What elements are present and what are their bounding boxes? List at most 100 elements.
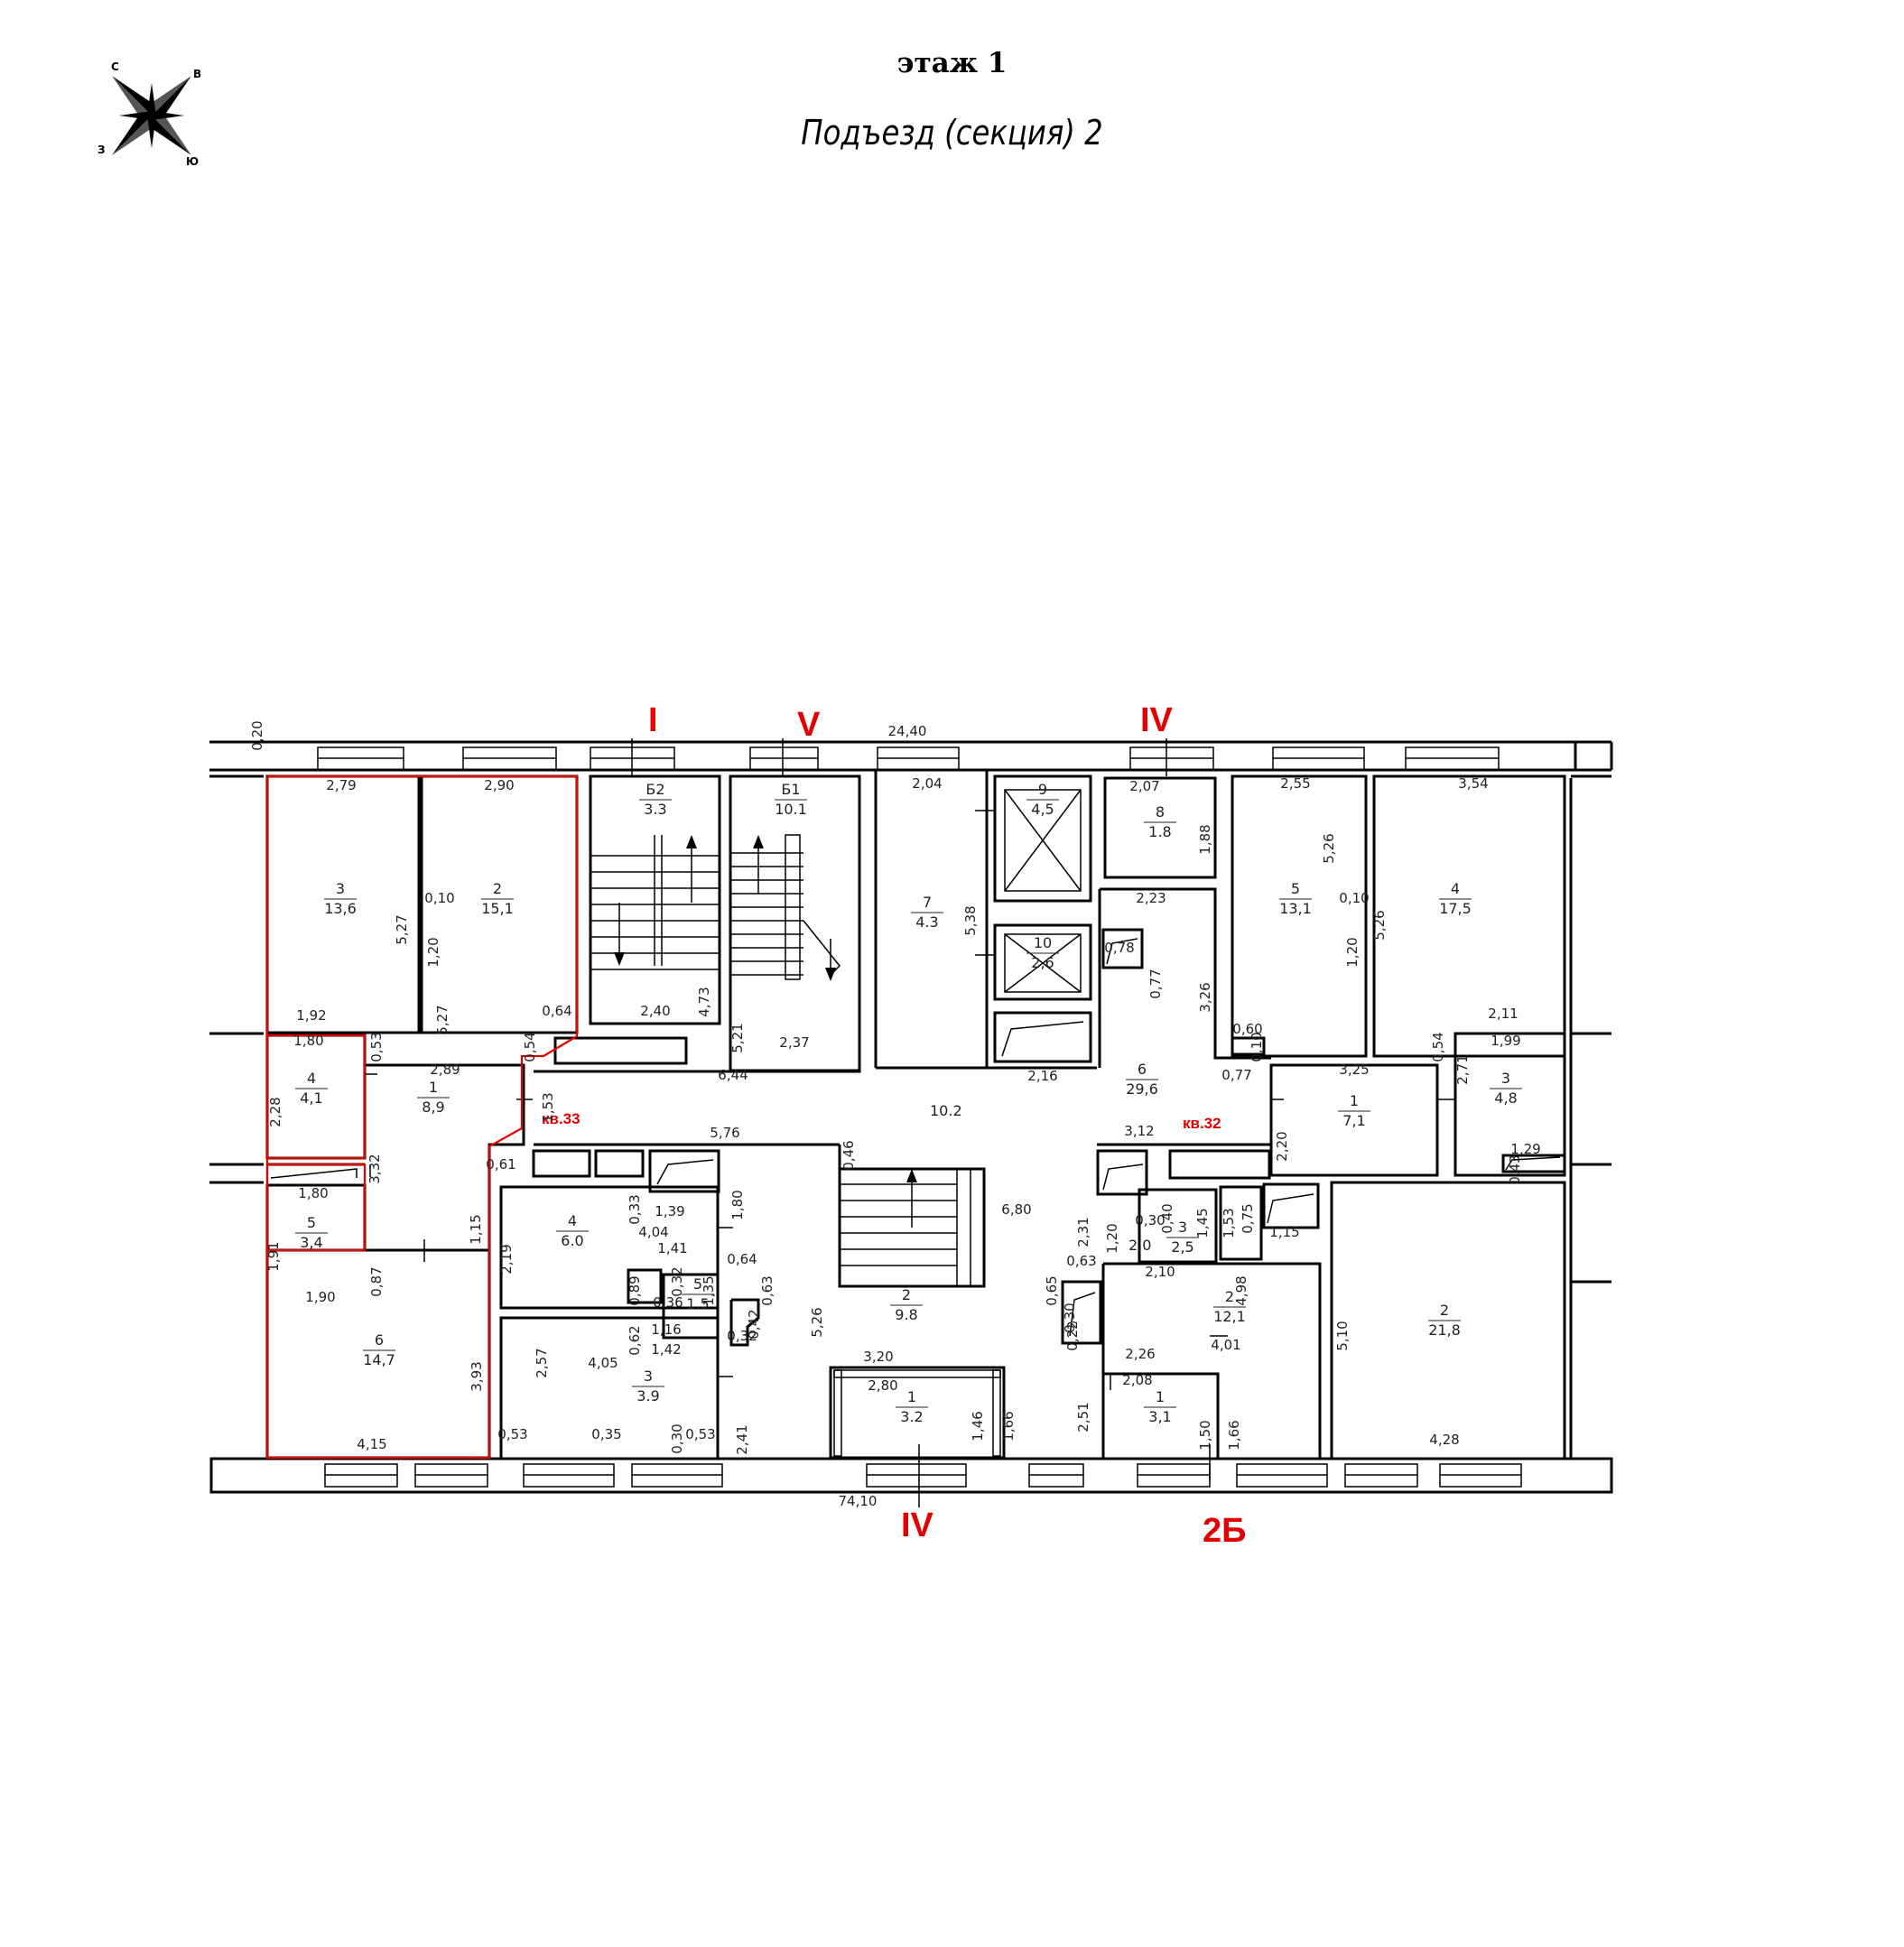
- dimension-label: 2,40: [640, 1003, 670, 1019]
- room-number-r3_mid: 3: [644, 1368, 653, 1385]
- dimension-label: 0,35: [591, 1426, 621, 1442]
- dimension-label: 0,62: [627, 1325, 643, 1355]
- dimension-label: 2,79: [326, 777, 356, 793]
- hall-area-label: 10.2: [930, 1102, 962, 1119]
- dimension-label: 1,46: [970, 1411, 986, 1441]
- room-area-r4_mid: 6.0: [561, 1232, 583, 1249]
- dimension-label: 1,92: [296, 1007, 326, 1024]
- compass-south-label: Ю: [186, 155, 199, 168]
- dimension-label: 1,20: [1344, 937, 1361, 967]
- room-area-r6_hall: 29,6: [1126, 1080, 1158, 1098]
- room-number-r6_hall: 6: [1138, 1061, 1147, 1078]
- dimension-label: 2,89: [430, 1062, 460, 1078]
- dimension-label: 6,80: [1001, 1201, 1031, 1218]
- dimension-label: 1,16: [651, 1321, 681, 1338]
- room-area-r2_left: 15,1: [481, 900, 514, 917]
- dimension-label: 1,53: [1221, 1208, 1237, 1238]
- dimension-label: 0,43: [1507, 1154, 1523, 1184]
- room-area-r2_right: 21,8: [1428, 1321, 1461, 1339]
- dimension-label: 0,42: [746, 1309, 762, 1339]
- dimension-label: 1,88: [1197, 824, 1213, 854]
- dimension-label: 0,77: [1147, 969, 1164, 998]
- dimension-label: 2,08: [1122, 1372, 1152, 1388]
- dimension-label: 0,33: [627, 1194, 643, 1224]
- room-area-r10: 2,6: [1031, 954, 1054, 971]
- room-area-r2_small: 12,1: [1213, 1308, 1246, 1325]
- room-number-r4_right: 4: [1451, 880, 1460, 897]
- dimension-label: 74,10: [839, 1493, 878, 1509]
- room-number-r4_mid: 4: [568, 1212, 577, 1229]
- dimension-label: 3,26: [1197, 982, 1213, 1012]
- room-number-r6_left: 6: [375, 1331, 384, 1349]
- room-area-r5_right: 13,1: [1279, 900, 1312, 917]
- dimension-label: 1,20: [425, 937, 441, 967]
- dimension-label: 0,30: [1062, 1303, 1078, 1332]
- dimension-label: 0,63: [759, 1275, 776, 1305]
- compass-rose-icon: С В Ю З: [98, 60, 201, 168]
- apartment-33-room4-outline: [265, 1034, 367, 1160]
- stair-b2-treads: [590, 835, 720, 970]
- dimension-label: 0,20: [249, 720, 265, 750]
- dimension-label: 1,80: [298, 1185, 328, 1201]
- dimension-label: 0,53: [368, 1032, 385, 1062]
- room-area-r9: 4,5: [1031, 801, 1054, 818]
- dimension-label: 1,66: [1000, 1411, 1017, 1441]
- room-area-r1_left: 8,9: [422, 1099, 444, 1116]
- dimension-label: 1,42: [651, 1341, 681, 1358]
- section-title: Подъезд (секция) 2: [801, 113, 1103, 153]
- dimension-label: 5,27: [434, 1005, 450, 1034]
- dimension-label: 1,39: [655, 1203, 684, 1219]
- dimension-label: 0,32: [669, 1266, 685, 1296]
- dimension-label: 0,87: [368, 1266, 385, 1296]
- dimension-label: 5,26: [1371, 910, 1388, 940]
- dimension-label: 1,15: [1269, 1224, 1299, 1240]
- dimension-label: 0,63: [1066, 1253, 1096, 1269]
- dimension-label: 1,80: [729, 1190, 746, 1219]
- dimension-label: 5,10: [1334, 1321, 1351, 1350]
- room-number-r5_left: 5: [307, 1214, 316, 1231]
- dimension-label: 0,64: [542, 1003, 571, 1019]
- dimension-label: 3,20: [863, 1349, 893, 1365]
- dimension-label: 2,41: [734, 1424, 750, 1454]
- room-area-r6_left: 14,7: [363, 1351, 395, 1368]
- room-number-r5_right: 5: [1291, 880, 1300, 897]
- dimension-label: 0,64: [727, 1251, 757, 1267]
- dimension-label: 1,15: [468, 1214, 484, 1244]
- room-number-r4_left: 4: [307, 1070, 316, 1087]
- room-number-r9: 9: [1038, 781, 1047, 798]
- dimension-label: 0,30: [1135, 1212, 1165, 1228]
- room-number-r2_left: 2: [493, 880, 502, 897]
- dimension-label: 4,28: [1429, 1432, 1459, 1448]
- room-number-b2: Б2: [646, 781, 664, 798]
- dimension-label: 5,26: [1321, 833, 1337, 863]
- dimension-label: 2,16: [1027, 1068, 1057, 1084]
- apartment-33-room5-outline: [265, 1163, 367, 1252]
- axis-label-top-iv: IV: [1140, 701, 1174, 739]
- room-number-r3_right: 3: [1501, 1070, 1510, 1087]
- apartment-33-label: кв.33: [542, 1110, 580, 1127]
- dimension-label: 5,26: [809, 1307, 825, 1337]
- room-area-r3_left: 13,6: [324, 900, 357, 917]
- dimension-label: 3,32: [367, 1154, 383, 1183]
- room-area-r1_right: 7,1: [1342, 1112, 1365, 1129]
- floor-title: этаж 1: [896, 47, 1008, 79]
- room-number-r1_vest: 1: [907, 1388, 916, 1405]
- dimension-label: 2,23: [1136, 890, 1166, 906]
- dimension-label: 0,22: [1064, 1321, 1081, 1350]
- dimension-label: 0,32: [727, 1328, 757, 1344]
- dimension-label: 4,98: [1233, 1275, 1249, 1305]
- stair-2-treads: [840, 1169, 971, 1286]
- room-area-r3_right: 4,8: [1494, 1089, 1517, 1107]
- dimension-label: 4,04: [638, 1224, 668, 1240]
- dimension-label: 3,12: [1124, 1123, 1154, 1139]
- room-area-2-0: 2,0: [1128, 1237, 1151, 1254]
- dimension-label: 1,50: [1197, 1420, 1213, 1450]
- dimension-label: 1,20: [1104, 1223, 1120, 1253]
- dimension-label: 0,46: [841, 1140, 857, 1170]
- dimension-label: 2,80: [868, 1377, 897, 1394]
- dimension-label: 0,53: [497, 1426, 527, 1442]
- stair-b1-treads: [730, 834, 841, 980]
- dimension-label: 2,51: [1075, 1402, 1091, 1432]
- room-number-b1: Б1: [781, 781, 800, 798]
